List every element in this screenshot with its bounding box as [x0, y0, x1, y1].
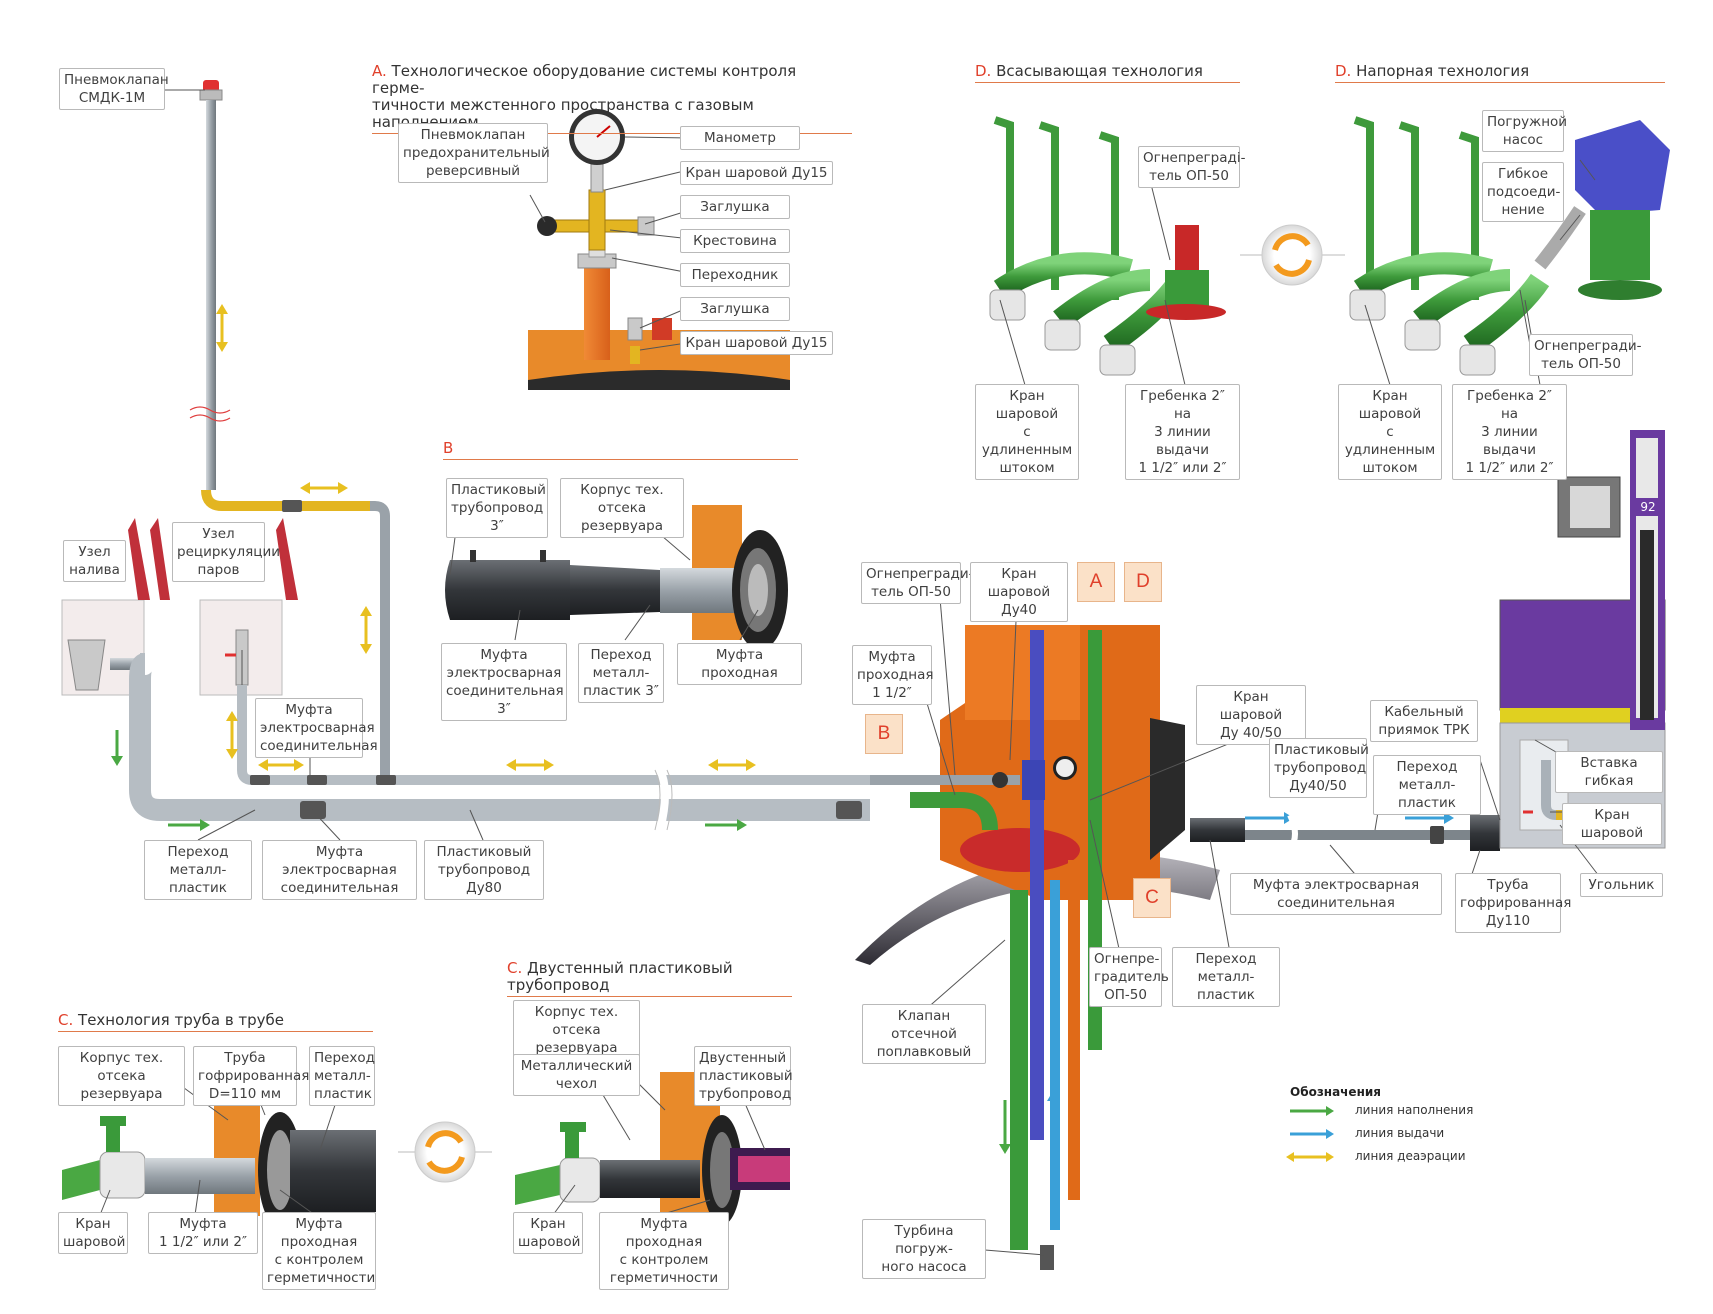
label-c2-kran: Кран шаровой: [513, 1212, 583, 1254]
label-b-plast-truboprovod: Пластиковый трубопровод 3″: [446, 478, 548, 538]
label-ognepr-top: Огнепрегради- тель ОП-50: [861, 562, 973, 604]
section-b-title: B: [443, 440, 798, 460]
label-truba-gofr: Труба гофрированная Ду110: [1455, 873, 1571, 933]
label-klapan-otsechnoy: Клапан отсечной поплавковый: [862, 1004, 986, 1064]
label-d2-ognepr: Огнепрегради- тель ОП-50: [1529, 334, 1641, 376]
tank-and-technical-compartment: [855, 625, 1500, 1270]
label-c-mufta-prohodnaya: Муфта проходная с контролем герметичност…: [262, 1212, 376, 1290]
section-c-text: Технология труба в трубе: [78, 1011, 285, 1029]
label-pnevmoklapan-reversivny: Пневмоклапан предохранительный реверсивн…: [398, 123, 550, 183]
label-turbina: Турбина погруж- ного насоса: [862, 1219, 986, 1279]
section-d1-title: D. Всасывающая технология: [975, 63, 1240, 83]
label-c-perehod: Переход металл- пластик: [309, 1046, 375, 1106]
section-c2-illustration: [515, 1072, 790, 1225]
label-c-kran: Кран шаровой: [58, 1212, 128, 1254]
label-perehod-mp-center: Переход металл-пластик: [1172, 947, 1280, 1007]
legend-item-vent: линия деаэрации: [1355, 1149, 1466, 1163]
label-c-korpus: Корпус тех. отсека резервуара: [58, 1046, 185, 1106]
section-d1-illustration: [989, 116, 1226, 376]
section-c-letter: C.: [58, 1011, 74, 1029]
label-b-mufta: Муфта электросварная соединительная 3″: [441, 643, 567, 721]
section-b-illustration: [445, 505, 788, 650]
label-uzel-naliva: Узел налива: [63, 540, 126, 582]
section-d1-letter: D.: [975, 62, 992, 80]
legend-item-supply: линия выдачи: [1355, 1126, 1445, 1140]
label-c-truba: Труба гофрированная D=110 мм: [193, 1046, 309, 1106]
label-perehod-mp-right: Переход металл-пластик: [1373, 755, 1481, 815]
label-perehodnik: Переходник: [680, 263, 790, 287]
section-c-title: C. Технология труба в трубе: [58, 1012, 373, 1032]
label-b-perehod: Переход металл- пластик 3″: [578, 643, 664, 703]
label-kran-4050: Кран шаровой Ду 40/50: [1196, 685, 1306, 745]
sync-icon: [1240, 224, 1345, 286]
label-mufta-prohodnaya-112: Муфта проходная 1 1/2″: [852, 645, 933, 705]
section-d2-letter: D.: [1335, 62, 1352, 80]
section-d1-text: Всасывающая технология: [996, 62, 1203, 80]
label-perehod-mp-left: Переход металл-пластик: [144, 840, 252, 900]
section-d2-illustration: [1349, 116, 1670, 376]
label-c2-mufta-prohodnaya: Муфта проходная с контролем герметичност…: [599, 1212, 729, 1290]
smdk-vent-pipe: [189, 80, 390, 776]
marker-d: D: [1124, 562, 1162, 602]
label-vstavka-gibkaya: Вставка гибкая: [1555, 751, 1663, 793]
sync-icon: [398, 1121, 492, 1183]
label-d1-ognepr: Огнепреградi- тель ОП-50: [1138, 146, 1245, 188]
label-pnevmoklapan-smdk: Пневмоклапан СМДК-1М: [59, 68, 169, 110]
label-d2-grebenka: Гребенка 2″ на 3 линии выдачи 1 1/2″ или…: [1452, 384, 1567, 480]
main-horizontal-pipes: [250, 500, 862, 831]
section-b-letter: B: [443, 439, 454, 457]
section-a-title: A. Технологическое оборудование системы …: [372, 63, 852, 134]
label-d1-grebenka: Гребенка 2″ на 3 линии выдачи 1 1/2″ или…: [1125, 384, 1240, 480]
legend-title: Обозначения: [1290, 1085, 1381, 1099]
label-plast-4050: Пластиковый трубопровод Ду40/50: [1269, 738, 1369, 798]
marker-b: B: [865, 714, 903, 754]
label-d2-gibkoe: Гибкое подсоеди- нение: [1482, 162, 1564, 222]
section-d2-text: Напорная технология: [1356, 62, 1530, 80]
label-d2-nasos: Погружной насос: [1482, 110, 1567, 152]
label-b-korpus: Корпус тех. отсека резервуара: [560, 478, 684, 538]
label-zaglushka-bottom: Заглушка: [680, 297, 790, 321]
label-mufta-el-bottom: Муфта электросварная соединительная: [262, 840, 417, 900]
section-c2-text: Двустенный пластиковый трубопровод: [507, 959, 733, 994]
label-mufta-el-top: Муфта электросварная соединительная: [255, 698, 378, 758]
label-mufta-el-right: Муфта электросварная соединительная: [1230, 873, 1442, 915]
section-c2-letter: C.: [507, 959, 523, 977]
label-plast-du80: Пластиковый трубопровод Ду80: [424, 840, 544, 900]
label-d1-kran: Кран шаровой с удлиненным штоком: [975, 384, 1079, 480]
label-kran-sharovoy-right: Кран шаровой: [1562, 803, 1662, 845]
dispenser-number: 92: [1636, 498, 1660, 516]
label-ognepr-bottom: Огнепре- градитель ОП-50: [1089, 947, 1169, 1007]
flow-arrows: [111, 304, 1547, 1154]
label-c-mufta: Муфта 1 1/2″ или 2″: [148, 1212, 258, 1254]
label-manometr: Манометр: [680, 126, 800, 150]
label-c2-dvustenny: Двустенный пластиковый трубопровод: [694, 1046, 793, 1106]
label-kran-du40: Кран шаровой Ду40: [970, 562, 1068, 622]
section-a-letter: A.: [372, 62, 387, 80]
label-uzel-recirculacii: Узел рециркуляции паров: [172, 522, 280, 582]
label-ugolnik: Угольник: [1580, 873, 1663, 897]
label-zaglushka-top: Заглушка: [680, 195, 790, 219]
label-c2-korpus: Корпус тех. отсека резервуара: [513, 1000, 640, 1060]
section-a-text: Технологическое оборудование системы кон…: [372, 62, 797, 131]
label-b-mufta-prohodnaya: Муфта проходная: [677, 643, 802, 685]
label-d2-kran: Кран шаровой с удлиненным штоком: [1338, 384, 1442, 480]
legend-item-fill: линия наполнения: [1355, 1103, 1474, 1117]
marker-a: A: [1077, 562, 1115, 602]
marker-c: C: [1133, 878, 1171, 918]
label-krestovina: Крестовина: [680, 229, 790, 253]
label-kabelny-priyamok: Кабельный приямок ТРК: [1370, 700, 1478, 742]
legend-arrows: [1286, 1106, 1334, 1162]
section-d2-title: D. Напорная технология: [1335, 63, 1665, 83]
label-kran-du15-top: Кран шаровой Ду15: [680, 161, 833, 185]
label-c2-chehol: Металлический чехол: [513, 1054, 640, 1096]
section-c2-title: C. Двустенный пластиковый трубопровод: [507, 960, 792, 997]
section-c-illustration: [62, 1098, 376, 1228]
label-kran-du15-bottom: Кран шаровой Ду15: [680, 331, 833, 355]
